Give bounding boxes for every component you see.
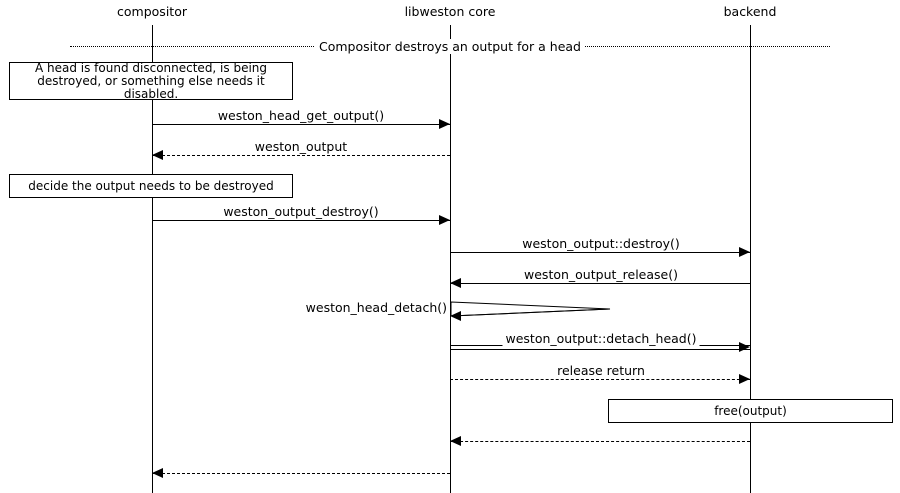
message-label-weston-head-get-output: weston_head_get_output()	[214, 108, 388, 123]
message-label-weston-output-destroy: weston_output_destroy()	[220, 204, 382, 219]
message-label-release-return: release return	[554, 363, 648, 378]
arrow-head-left-icon	[152, 150, 163, 160]
message-label-weston-output-detach-head: weston_output::detach_head()	[502, 331, 700, 346]
message-label-weston-output-destroy-op: weston_output::destroy()	[519, 236, 683, 251]
lifeline-backend	[750, 25, 751, 493]
message-line-release-return	[450, 379, 750, 380]
message-line-weston-output-destroy-op	[450, 252, 750, 253]
message-line-destroy-return	[152, 473, 450, 474]
divider-title: Compositor destroys an output for a head	[315, 39, 585, 54]
note-text: decide the output needs to be destroyed	[28, 178, 274, 193]
message-line-free-return	[450, 441, 750, 442]
arrow-head-right-icon	[739, 374, 750, 384]
arrow-head-left-icon	[152, 468, 163, 478]
message-line-weston-output-return	[152, 155, 450, 156]
note-free-output: free(output)	[608, 399, 893, 423]
message-line-weston-output-release	[450, 283, 750, 284]
note-text: A head is found disconnected, is being d…	[34, 60, 268, 101]
lifeline-libweston-core	[450, 25, 451, 493]
message-line-weston-output-destroy	[152, 220, 450, 221]
note-text: free(output)	[714, 403, 787, 418]
note-head-disconnected: A head is found disconnected, is being d…	[9, 60, 293, 101]
self-loop-shape-icon	[450, 301, 611, 317]
arrow-head-right-icon	[739, 342, 750, 352]
arrow-head-left-icon	[450, 278, 461, 288]
message-line-weston-head-get-output	[152, 124, 450, 125]
actor-label-compositor: compositor	[117, 4, 187, 19]
message-self-loop-weston-head-detach	[450, 298, 615, 322]
message-label-weston-output-return: weston_output	[251, 139, 351, 154]
actor-label-libweston-core: libweston core	[404, 4, 496, 19]
arrow-head-right-icon	[439, 215, 450, 225]
arrow-head-right-icon	[739, 247, 750, 257]
message-label-weston-head-detach: weston_head_detach()	[302, 300, 450, 315]
arrow-head-right-icon	[439, 119, 450, 129]
actor-label-backend: backend	[723, 4, 777, 19]
arrow-head-left-icon	[450, 436, 461, 446]
lifeline-compositor	[152, 25, 153, 493]
note-decide-destroy: decide the output needs to be destroyed	[9, 174, 293, 198]
arrow-head-left-icon	[450, 311, 461, 321]
message-label-weston-output-release: weston_output_release()	[521, 267, 681, 282]
